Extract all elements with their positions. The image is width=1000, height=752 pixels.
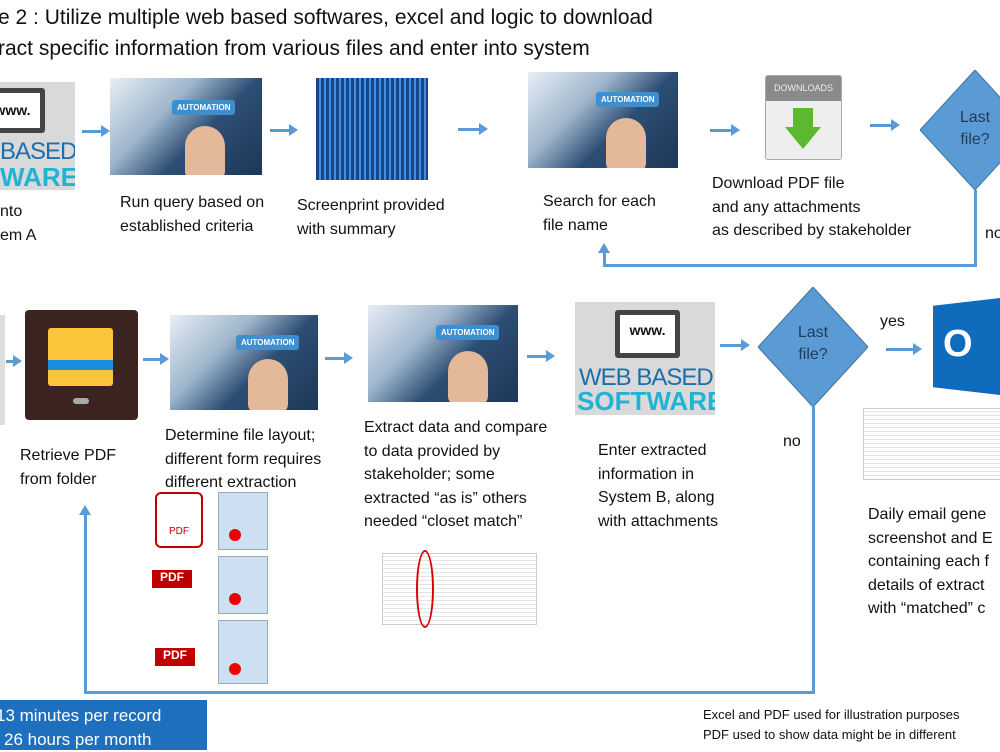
arrow-right-icon: [870, 119, 900, 131]
monitor-icon: www.: [0, 88, 45, 133]
monitor-icon: www.: [615, 310, 680, 358]
loop-line: [812, 405, 815, 694]
spreadsheet-thumbnail: [382, 553, 537, 625]
loop-line: [603, 252, 606, 267]
loop-line: [974, 190, 977, 267]
automation-image: AUTOMATION: [528, 72, 678, 168]
folder-icon: [25, 310, 138, 420]
arrow-right-icon: [270, 124, 298, 136]
web-logo-text: WARE: [0, 162, 75, 190]
spreadsheet-thumbnail: [863, 408, 1000, 480]
highlight-ellipse: [416, 550, 434, 628]
title-line-1: e 2 : Utilize multiple web based softwar…: [0, 6, 653, 29]
web-logo-text: BASED: [0, 138, 75, 165]
web-logo-text: WEB BASED: [579, 364, 714, 391]
footnote: Excel and PDF used for illustration purp…: [703, 707, 960, 742]
arrow-right-icon: [710, 124, 740, 136]
title-line-2: ract specific information from various f…: [0, 37, 590, 60]
downloads-icon: DOWNLOADS: [765, 75, 842, 160]
no-label: no: [783, 433, 801, 450]
arrow-right-icon: [527, 350, 555, 362]
arrow-right-icon: [6, 355, 22, 367]
arrow-right-icon: [458, 123, 488, 135]
automation-image: AUTOMATION: [368, 305, 518, 402]
loop-line: [604, 264, 977, 267]
arrow-up-icon: [79, 505, 91, 515]
pdf-download-icon: PDF: [152, 570, 192, 588]
arrow-right-icon: [143, 353, 169, 365]
pdf-thumbnail: [218, 556, 268, 614]
loop-line: [84, 691, 815, 694]
pdf-icon: PDF: [155, 648, 195, 666]
arrow-right-icon: [720, 339, 750, 351]
metrics-box: 13 minutes per record 26 hours per month: [0, 700, 207, 750]
partial-image: [0, 315, 5, 425]
pdf-thumbnail: [218, 492, 268, 550]
screenprint-image: [316, 78, 428, 180]
step-caption: Determine file layout;different form req…: [165, 427, 322, 491]
automation-image: AUTOMATION: [110, 78, 262, 175]
arrow-right-icon: [886, 343, 922, 355]
pdf-thumbnail: [218, 620, 268, 684]
no-label: no: [985, 225, 1000, 242]
arrow-right-icon: [82, 125, 110, 137]
automation-image: AUTOMATION: [170, 315, 318, 410]
yes-label: yes: [880, 313, 905, 330]
web-logo-text: SOFTWARE: [577, 386, 715, 415]
web-software-image: www. BASED WARE: [0, 82, 75, 190]
loop-line: [84, 515, 87, 694]
outlook-icon: O: [933, 298, 1000, 395]
arrow-right-icon: [325, 352, 353, 364]
arrow-up-icon: [598, 243, 610, 253]
pdf-icon: PDF: [155, 492, 203, 548]
web-software-image: www. WEB BASED SOFTWARE: [575, 302, 715, 415]
